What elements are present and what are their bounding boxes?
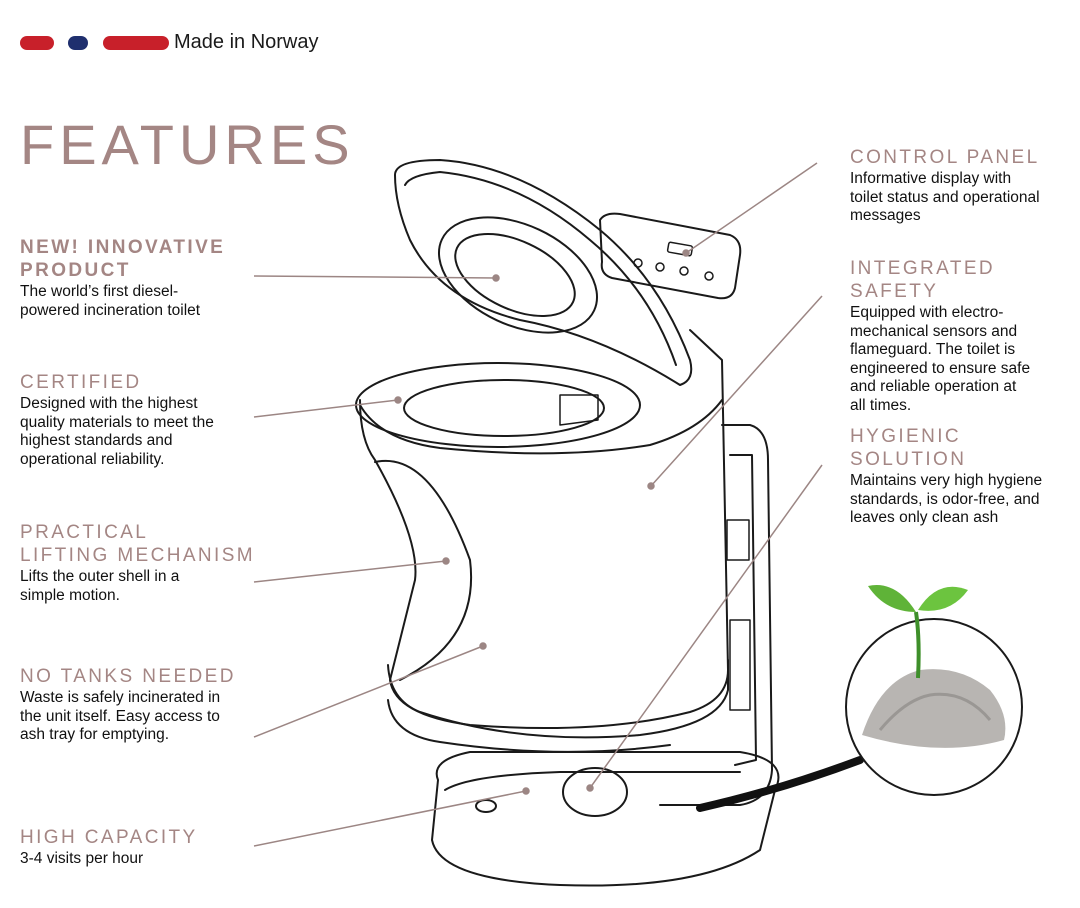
feature-title: PRACTICAL LIFTING MECHANISM: [20, 522, 256, 566]
flag-stripe-red-left: [20, 36, 54, 50]
feature-description: Waste is safely incinerated in the unit …: [20, 689, 221, 744]
feature-integrated-safety: INTEGRATED SAFETY Equipped with electro-…: [850, 257, 1075, 416]
feature-lifting-mechanism: PRACTICAL LIFTING MECHANISM Lifts the ou…: [20, 521, 260, 605]
rear-housing: [659, 424, 773, 806]
feature-no-tanks: NO TANKS NEEDED Waste is safely incinera…: [20, 665, 260, 745]
feature-new-innovative: NEW! INNOVATIVE PRODUCT The world’s firs…: [20, 236, 260, 320]
feature-description: The world’s first diesel- powered incine…: [20, 283, 201, 319]
feature-title: CERTIFIED: [20, 372, 142, 393]
control-panel-icon: [599, 212, 742, 300]
feature-description: Designed with the highest quality materi…: [20, 395, 214, 468]
lower-shell: [387, 659, 729, 739]
seat-lid: [394, 159, 693, 386]
feature-certified: CERTIFIED Designed with the highest qual…: [20, 371, 260, 469]
base-outline: [431, 751, 780, 887]
feature-title: INTEGRATED SAFETY: [850, 258, 996, 302]
made-in-label: Made in Norway: [174, 31, 319, 53]
feature-control-panel: CONTROL PANEL Informative display with t…: [850, 146, 1075, 226]
flag-stripe-red-right: [103, 36, 169, 50]
feature-description: Informative display with toilet status a…: [850, 170, 1040, 225]
feature-hygienic-solution: HYGIENIC SOLUTION Maintains very high hy…: [850, 425, 1075, 528]
hose: [696, 756, 864, 812]
feature-high-capacity: HIGH CAPACITY 3-4 visits per hour: [20, 826, 260, 869]
feature-description: Equipped with electro- mechanical sensor…: [850, 304, 1031, 414]
feature-title: NO TANKS NEEDED: [20, 666, 236, 687]
seat-ring: [437, 216, 599, 334]
outer-shell: [359, 329, 729, 729]
feature-title: HYGIENIC SOLUTION: [850, 426, 967, 470]
flag-stripe-blue: [68, 36, 88, 50]
feature-title: NEW! INNOVATIVE PRODUCT: [20, 237, 226, 281]
ash-sprout-icon: [845, 585, 1023, 796]
feature-description: Lifts the outer shell in a simple motion…: [20, 568, 180, 604]
feature-description: 3-4 visits per hour: [20, 850, 144, 867]
feature-title: HIGH CAPACITY: [20, 827, 198, 848]
page-title: FEATURES: [20, 113, 355, 176]
feature-description: Maintains very high hygiene standards, i…: [850, 472, 1043, 527]
feature-title: CONTROL PANEL: [850, 147, 1040, 168]
